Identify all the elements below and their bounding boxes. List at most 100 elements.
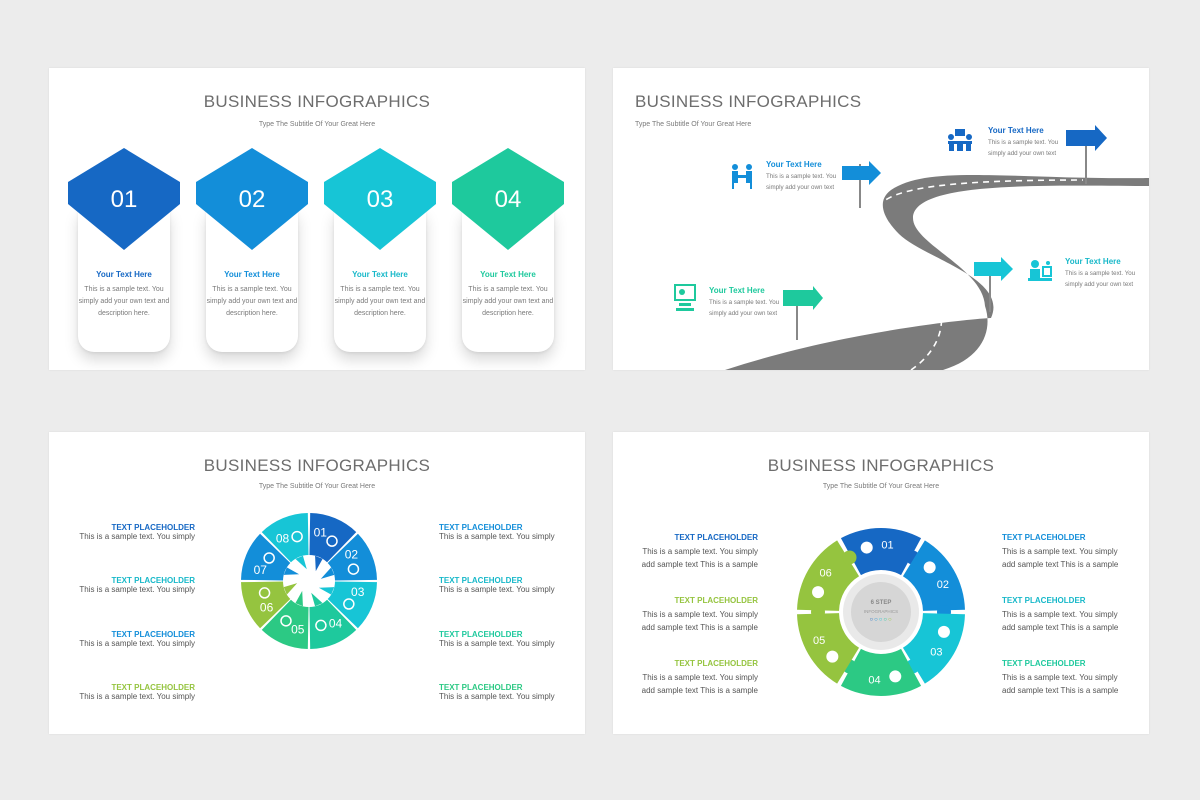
sign-heading: Your Text Here [988,126,1044,135]
slide-title: BUSINESS INFOGRAPHICS [635,92,862,111]
placeholder-heading: TEXT PLACEHOLDER [111,576,195,585]
placeholder-heading: TEXT PLACEHOLDER [439,630,523,639]
placeholder-text-line: This is a sample text. You simply [642,610,758,619]
placeholder-text-line: add sample text This is a sample [641,623,758,632]
sign-heading: Your Text Here [766,160,822,169]
center-dots: ○○○○○ [869,617,893,623]
placeholder-text-line: This is a sample text. You simply [642,547,758,556]
center-subtitle: INFOGRAPHICS [863,609,899,614]
segment-number: 08 [276,532,290,546]
placeholder-heading: TEXT PLACEHOLDER [111,630,195,639]
hexagon-badge-4 [452,148,564,250]
segment-icon [258,587,271,599]
handshake-icon [732,164,752,189]
puzzle-segment-02 [902,540,965,611]
step-card-4[interactable]: 04 Your Text Here This is a sample text.… [452,148,564,352]
puzzle-segment-05 [797,613,860,684]
segment-number: 06 [820,568,832,580]
wheel-segment-06 [241,581,291,629]
placeholder-text-line: add sample text This is a sample [641,560,758,569]
wheel-segment-01 [309,513,357,563]
placeholder-text-line: add sample text This is a sample [1002,623,1119,632]
placeholder-text-line: add sample text This is a sample [1002,686,1119,695]
segment-arrow-tip [315,555,323,572]
segment-arrow-tip [318,587,335,595]
puzzle-segment-04 [840,648,922,696]
step-number: 03 [366,186,394,213]
center-disc [851,582,911,642]
segment-icon [812,586,825,599]
road-illustration [725,125,1149,370]
placeholder-heading: TEXT PLACEHOLDER [1002,596,1086,605]
wheel-segment-05 [261,599,309,649]
desk-worker-icon [1028,260,1052,281]
placeholder-text: This is a sample text. You simply [439,692,555,701]
placeholder-text: This is a sample text. You simply [79,639,195,648]
segment-icon [263,552,275,564]
segment-icon [923,561,936,574]
arrow-sign-1 [783,286,823,310]
center-title: 6 STEP [870,600,892,606]
sign-text-line: simply add your own text [1065,281,1134,288]
segment-arrow-tip [283,567,300,575]
sign-text-line: simply add your own text [766,184,835,191]
placeholder-text: This is a sample text. You simply [439,639,555,648]
slide-title: BUSINESS INFOGRAPHICS [203,92,431,111]
hexagon-badge-1 [68,148,180,250]
presentation-icon [674,284,696,311]
step-card-3[interactable]: 03 Your Text Here This is a sample text.… [324,148,436,352]
segment-number: 03 [930,646,942,658]
slide-subtitle: Type The Subtitle Of Your Great Here [258,121,376,128]
sign-post [796,300,798,340]
segment-icon [937,625,950,638]
slide-road-map[interactable]: BUSINESS INFOGRAPHICS Type The Subtitle … [613,68,1149,370]
segment-number: 05 [291,623,305,637]
segment-number: 05 [813,635,825,647]
card-description: This is a sample text. You simply add yo… [462,286,554,317]
step-number: 02 [238,186,266,213]
placeholder-text: This is a sample text. You simply [439,585,555,594]
segment-icon [280,615,292,627]
road [725,174,1149,370]
segment-icon [326,535,338,547]
card-heading: Your Text Here [352,270,408,279]
segment-icon [860,541,873,554]
placeholder-heading: TEXT PLACEHOLDER [1002,659,1086,668]
slide-eight-step-wheel[interactable]: BUSINESS INFOGRAPHICS Type The Subtitle … [49,432,585,734]
sign-text-line: This is a sample text. You [766,173,837,180]
placeholder-text: This is a sample text. You simply [79,692,195,701]
placeholder-heading: TEXT PLACEHOLDER [674,533,758,542]
slide-hexagon-cards[interactable]: BUSINESS INFOGRAPHICS Type The Subtitle … [49,68,585,370]
placeholder-heading: TEXT PLACEHOLDER [439,683,523,692]
segment-arrow-tip [311,592,323,607]
step-card-1[interactable]: 01 Your Text Here This is a sample text.… [68,148,180,352]
placeholder-heading: TEXT PLACEHOLDER [111,523,195,532]
card-description: This is a sample text. You simply add yo… [334,286,426,317]
arrow-sign-3 [1066,125,1107,151]
sign-post [989,268,991,312]
segment-arrow-tip [295,590,303,607]
segment-arrow-tip [295,555,307,570]
slide-six-step-puzzle[interactable]: BUSINESS INFOGRAPHICS Type The Subtitle … [613,432,1149,734]
slide-subtitle: Type The Subtitle Of Your Great Here [635,121,752,128]
placeholder-text-line: add sample text This is a sample [1002,560,1119,569]
placeholder-text-line: This is a sample text. You simply [1002,673,1118,682]
segment-number: 06 [260,600,274,614]
wheel-segment-04 [309,599,357,649]
placeholder-heading: TEXT PLACEHOLDER [439,523,523,532]
sign-post [859,164,861,208]
sign-text-line: This is a sample text. You [988,139,1059,146]
placeholder-text-line: add sample text This is a sample [641,686,758,695]
puzzle-segment-01 [840,528,922,576]
card-description: This is a sample text. You simply add yo… [78,286,170,317]
card-heading: Your Text Here [480,270,536,279]
hexagon-badge-3 [324,148,436,250]
segment-icon [343,598,355,610]
step-card-2[interactable]: 02 Your Text Here This is a sample text.… [196,148,308,352]
segment-number: 01 [314,525,328,539]
step-number: 04 [494,186,522,213]
puzzle-knob [842,550,857,565]
sign-text-line: This is a sample text. You [709,299,780,306]
